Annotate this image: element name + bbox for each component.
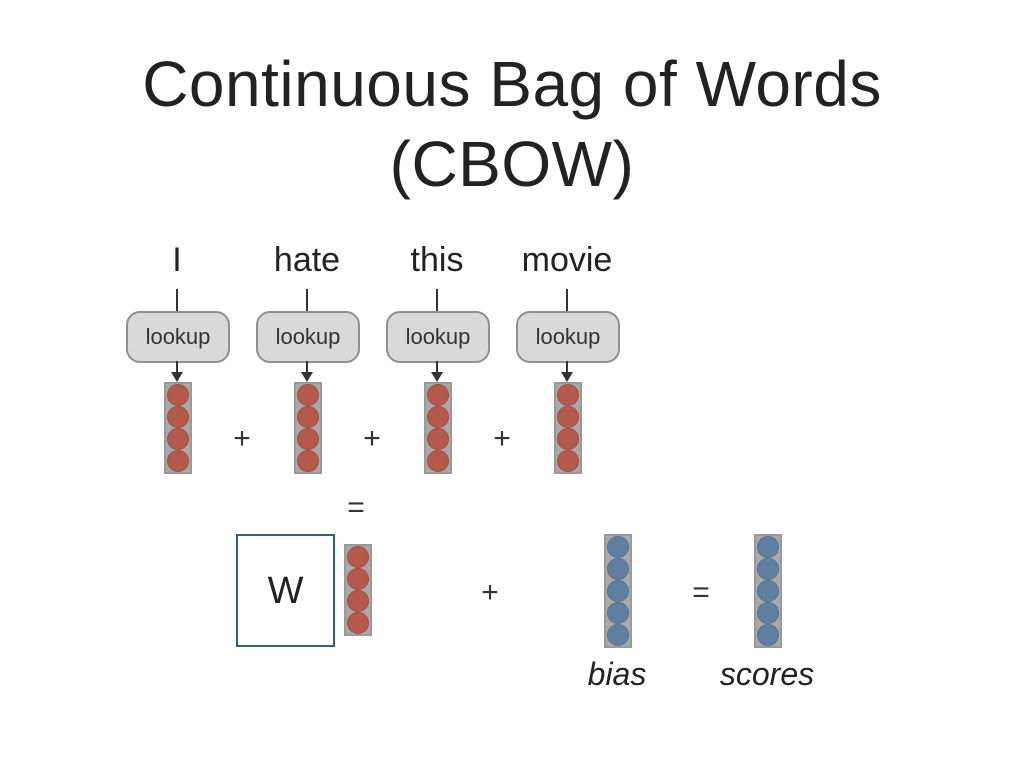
word-stem [306, 289, 308, 311]
summed-vector [344, 544, 372, 636]
vector-cell [297, 384, 319, 406]
slide-title: Continuous Bag of Words (CBOW) [0, 44, 1024, 204]
vector-cell [757, 602, 779, 624]
plus-sign: + [493, 422, 511, 455]
vector-cell [757, 624, 779, 646]
vector-cell [427, 384, 449, 406]
plus-sign: + [233, 422, 251, 455]
lookup-box: lookup [126, 311, 230, 363]
vector-cell [427, 450, 449, 472]
vector-cell [297, 406, 319, 428]
word-hate: hate [273, 241, 341, 279]
lookup-box: lookup [256, 311, 360, 363]
bias-label: bias [587, 656, 647, 692]
vector-cell [347, 568, 369, 590]
bias-vector [604, 534, 632, 648]
arrow-line [176, 361, 178, 373]
word-stem [566, 289, 568, 311]
embedding-vector-i [164, 382, 192, 474]
lookup-box: lookup [386, 311, 490, 363]
word-movie: movie [521, 241, 613, 279]
vector-cell [557, 428, 579, 450]
vector-cell [347, 612, 369, 634]
vector-cell [297, 450, 319, 472]
vector-cell [167, 384, 189, 406]
word-stem [176, 289, 178, 311]
equals-sign: = [347, 491, 365, 524]
weight-matrix: W [236, 534, 335, 647]
arrow-down-icon [561, 372, 573, 382]
vector-cell [757, 558, 779, 580]
arrow-down-icon [431, 372, 443, 382]
scores-vector [754, 534, 782, 648]
vector-cell [167, 450, 189, 472]
vector-cell [607, 558, 629, 580]
title-line-2: (CBOW) [389, 128, 635, 200]
scores-label: scores [719, 656, 815, 692]
vector-cell [757, 580, 779, 602]
vector-cell [757, 536, 779, 558]
vector-cell [607, 624, 629, 646]
arrow-down-icon [171, 372, 183, 382]
vector-cell [347, 590, 369, 612]
equals-sign: = [692, 576, 710, 609]
vector-cell [607, 602, 629, 624]
vector-cell [427, 428, 449, 450]
vector-cell [607, 580, 629, 602]
arrow-down-icon [301, 372, 313, 382]
lookup-box: lookup [516, 311, 620, 363]
vector-cell [167, 406, 189, 428]
vector-cell [557, 406, 579, 428]
plus-sign: + [363, 422, 381, 455]
vector-cell [557, 450, 579, 472]
embedding-vector-this [424, 382, 452, 474]
vector-cell [347, 546, 369, 568]
title-line-1: Continuous Bag of Words [142, 48, 882, 120]
arrow-line [566, 361, 568, 373]
vector-cell [427, 406, 449, 428]
vector-cell [607, 536, 629, 558]
word-stem [436, 289, 438, 311]
word-this: this [410, 241, 464, 279]
vector-cell [297, 428, 319, 450]
embedding-vector-hate [294, 382, 322, 474]
plus-sign: + [481, 576, 499, 609]
arrow-line [436, 361, 438, 373]
arrow-line [306, 361, 308, 373]
word-i: I [172, 241, 182, 279]
vector-cell [557, 384, 579, 406]
embedding-vector-movie [554, 382, 582, 474]
vector-cell [167, 428, 189, 450]
